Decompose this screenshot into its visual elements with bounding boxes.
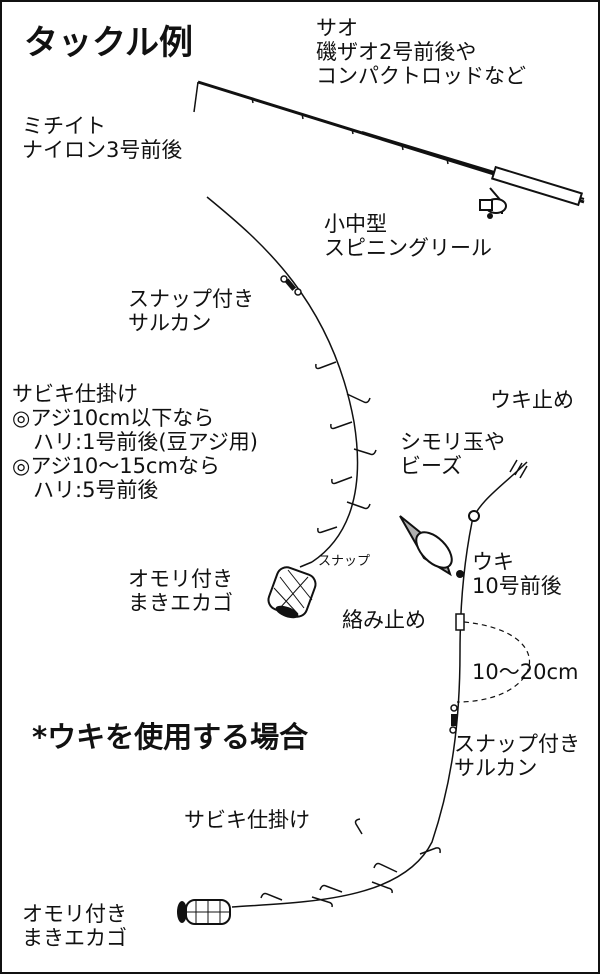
rod xyxy=(193,80,585,207)
float-label: ウキ 10号前後 xyxy=(472,550,562,598)
line-label: ミチイト ナイロン3号前後 xyxy=(22,114,183,162)
sabiki-top-label: サビキ仕掛け ◎アジ10cm以下なら ハリ:1号前後(豆アジ用) ◎アジ10〜1… xyxy=(12,382,258,502)
sinker-bottom-label: オモリ付き まきエカゴ xyxy=(22,902,127,950)
main-line-top xyxy=(206,196,359,563)
beads-label: シモリ玉や ビーズ xyxy=(400,430,505,478)
cage-feeder-top-icon xyxy=(267,561,317,619)
tangle-stop-label: 絡み止め xyxy=(342,608,426,632)
bead-icon xyxy=(468,510,480,522)
snap-swivel-bottom-icon xyxy=(449,704,458,734)
spinning-reel xyxy=(479,187,507,219)
float-stop-label: ウキ止め xyxy=(490,388,574,412)
float-usage-note: *ウキを使用する場合 xyxy=(32,720,309,754)
tangle-stop-icon xyxy=(455,613,465,631)
cage-feeder-bottom-icon xyxy=(177,899,231,925)
distance-label: 10〜20cm xyxy=(472,660,579,684)
snap-swivel-bottom-label: スナップ付き サルカン xyxy=(454,732,580,780)
snap-swivel-top-label: スナップ付き サルカン xyxy=(128,287,254,335)
float-stop-icon xyxy=(509,459,528,479)
reel-label: 小中型 スピニングリール xyxy=(324,212,492,260)
sabiki-hooks-bottom xyxy=(260,818,441,908)
snap-label: スナップ xyxy=(318,554,371,569)
float-rig-line xyxy=(231,461,528,908)
sabiki-bottom-label: サビキ仕掛け xyxy=(184,808,310,832)
diagram-title: タックル例 xyxy=(24,23,193,63)
sinker-top-label: オモリ付き まきエカゴ xyxy=(128,567,233,615)
rod-label: サオ 磯ザオ2号前後や コンパクトロッドなど xyxy=(316,16,526,88)
float-icon xyxy=(399,515,464,578)
distance-arc xyxy=(456,621,531,703)
snap-swivel-top-icon xyxy=(280,275,302,296)
sabiki-hooks-top xyxy=(315,361,377,534)
